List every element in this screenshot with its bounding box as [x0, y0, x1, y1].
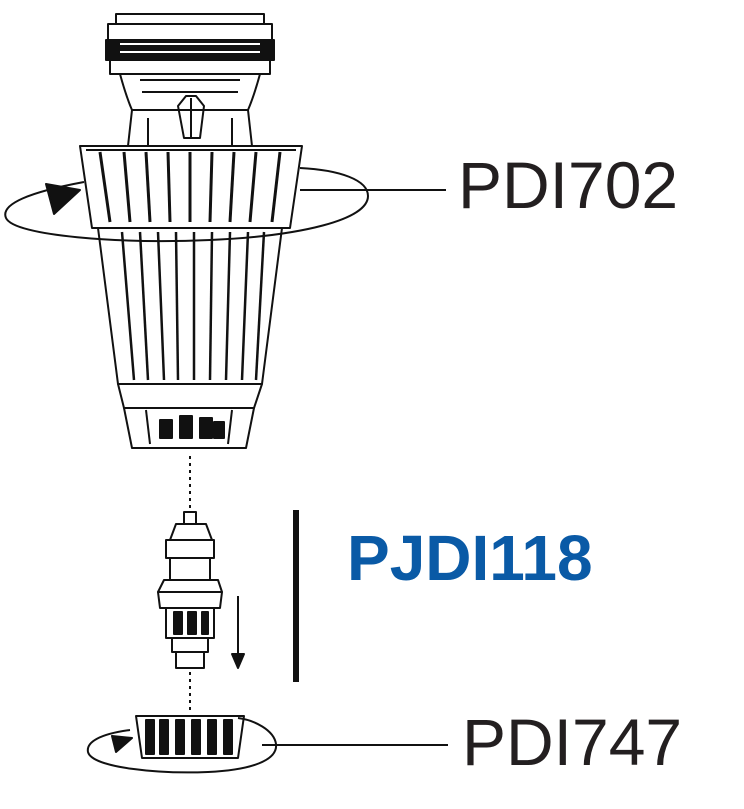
base-teeth — [159, 415, 225, 439]
rotation-arrowhead — [45, 183, 81, 215]
pdi747-ring-drawing — [86, 715, 448, 774]
pjdi118-nozzle-drawing — [157, 511, 223, 669]
pdi702-label: PDI702 — [458, 148, 679, 222]
pdi702-assembly-drawing — [4, 13, 446, 449]
cap-thread-band — [105, 39, 275, 61]
pdi747-label: PDI747 — [462, 705, 683, 779]
down-arrow — [231, 596, 245, 669]
pdi747-rotation-arrowhead — [111, 735, 133, 753]
pjdi118-label: PJDI118 — [347, 522, 593, 594]
